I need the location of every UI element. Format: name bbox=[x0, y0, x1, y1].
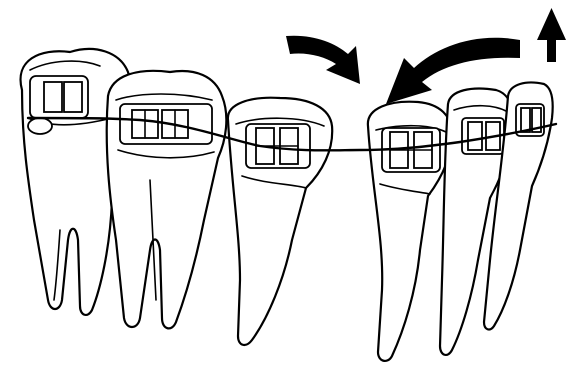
curved-arrow-right-icon bbox=[286, 36, 360, 84]
up-arrow-icon bbox=[537, 8, 566, 62]
